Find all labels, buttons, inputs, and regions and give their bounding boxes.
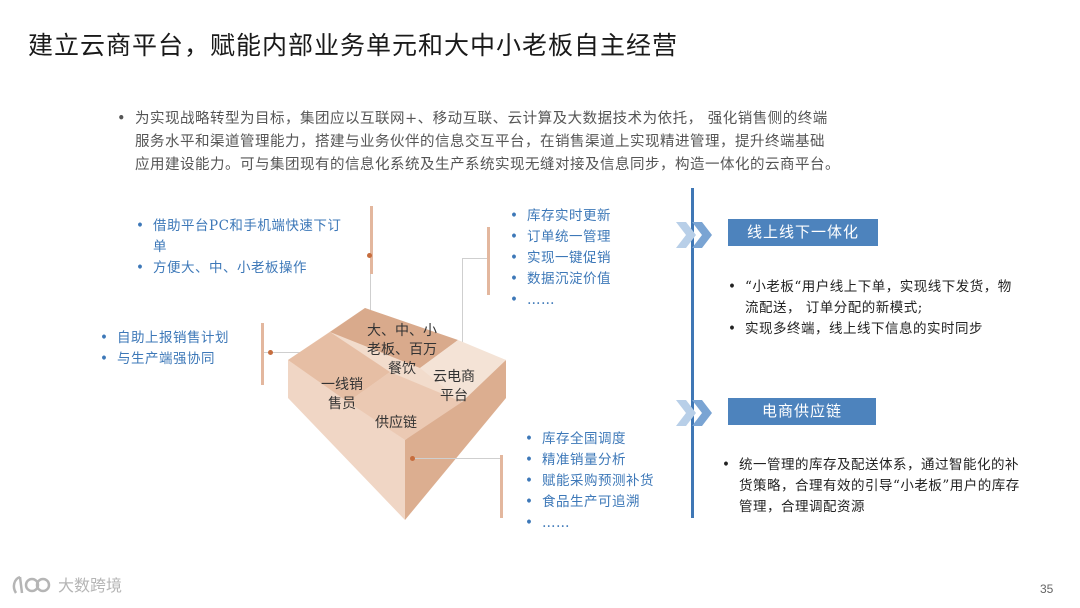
list-item: 与生产端强协同 bbox=[100, 349, 270, 370]
connector-line bbox=[410, 458, 500, 459]
pyramid-label-bottom: 供应链 bbox=[366, 414, 426, 433]
intro-line-1: 为实现战略转型为目标，集团应以互联网+、移动互联、云计算及大数据技术为依托， 强… bbox=[117, 108, 977, 131]
center-top-list: 库存实时更新 订单统一管理 实现一键促销 数据沉淀价值 …… bbox=[510, 206, 680, 311]
list-item: …… bbox=[525, 513, 695, 534]
logo-text: 大数跨境 bbox=[58, 576, 122, 595]
left-top-list: 借助平台PC和手机端快速下订单 方便大、中、小老板操作 bbox=[136, 216, 346, 279]
left-mid-list: 自助上报销售计划 与生产端强协同 bbox=[100, 328, 270, 370]
right-top-list: “小老板“用户线上下单，实现线下发货，物流配送， 订单分配的新模式; 实现多终端… bbox=[728, 277, 1018, 340]
list-item: 食品生产可追溯 bbox=[525, 492, 695, 513]
double-chevron-icon bbox=[676, 400, 720, 426]
list-item: 订单统一管理 bbox=[510, 227, 680, 248]
list-item: “小老板“用户线上下单，实现线下发货，物流配送， 订单分配的新模式; bbox=[728, 277, 1018, 319]
center-bottom-bar bbox=[500, 455, 503, 518]
list-item: 库存实时更新 bbox=[510, 206, 680, 227]
logo-icon bbox=[10, 573, 52, 599]
center-bottom-list: 库存全国调度 精准销量分析 赋能采购预测补货 食品生产可追溯 …… bbox=[525, 429, 695, 534]
left-mid-bar bbox=[261, 323, 264, 385]
list-item: 方便大、中、小老板操作 bbox=[136, 258, 346, 279]
list-item: 实现一键促销 bbox=[510, 248, 680, 269]
list-item: …… bbox=[510, 290, 680, 311]
connector-dot bbox=[367, 253, 372, 258]
list-item: 精准销量分析 bbox=[525, 450, 695, 471]
list-item: 自助上报销售计划 bbox=[100, 328, 270, 349]
list-item: 统一管理的库存及配送体系，通过智能化的补货策略，合理有效的引导“小老板”用户的库… bbox=[722, 455, 1022, 518]
pyramid-label-right: 云电商 平台 bbox=[424, 368, 484, 406]
connector-line bbox=[462, 258, 487, 259]
intro-bullet: • bbox=[117, 108, 126, 131]
pyramid-label-left: 一线销 售员 bbox=[312, 376, 372, 414]
left-top-bar bbox=[370, 206, 373, 274]
list-item: 实现多终端，线上线下信息的实时同步 bbox=[728, 319, 1018, 340]
tag-online-offline: 线上线下一体化 bbox=[728, 219, 878, 246]
center-top-bar bbox=[487, 227, 490, 295]
page-number: 35 bbox=[1040, 582, 1053, 596]
list-item: 库存全国调度 bbox=[525, 429, 695, 450]
list-item: 借助平台PC和手机端快速下订单 bbox=[136, 216, 346, 258]
list-item: 数据沉淀价值 bbox=[510, 269, 680, 290]
intro-line-2: 服务水平和渠道管理能力，搭建与业务伙伴的信息交互平台，在销售渠道上实现精进管理，… bbox=[117, 131, 977, 154]
tag-supply-chain: 电商供应链 bbox=[728, 398, 876, 425]
intro-line-3: 应用建设能力。可与集团现有的信息化系统及生产系统实现无缝对接及信息同步，构造一体… bbox=[117, 154, 977, 177]
page-title: 建立云商平台，赋能内部业务单元和大中小老板自主经营 bbox=[28, 26, 678, 62]
footer-logo: 大数跨境 bbox=[10, 572, 122, 599]
right-bottom-list: 统一管理的库存及配送体系，通过智能化的补货策略，合理有效的引导“小老板”用户的库… bbox=[722, 455, 1022, 518]
intro-paragraph: • 为实现战略转型为目标，集团应以互联网+、移动互联、云计算及大数据技术为依托，… bbox=[117, 108, 977, 177]
connector-dot bbox=[410, 456, 415, 461]
double-chevron-icon bbox=[676, 222, 720, 248]
list-item: 赋能采购预测补货 bbox=[525, 471, 695, 492]
